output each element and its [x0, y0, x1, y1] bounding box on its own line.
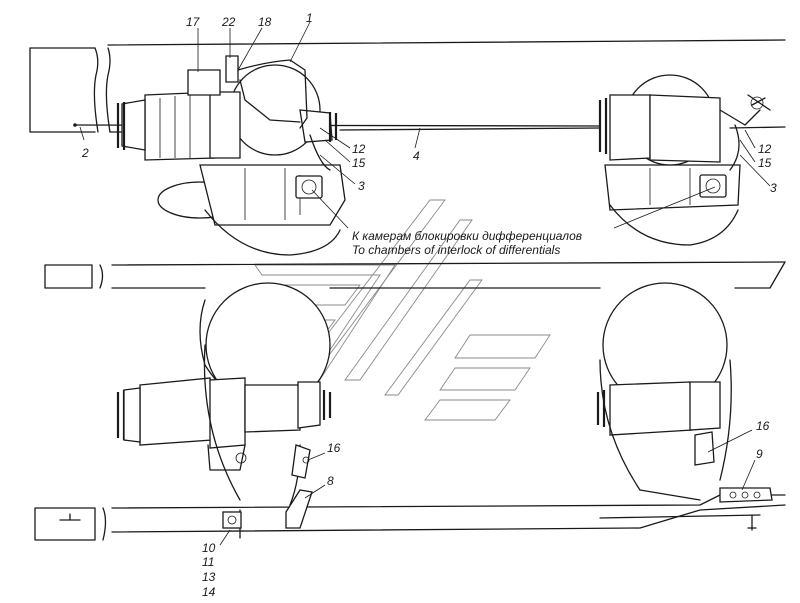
callout-13: 13 — [202, 570, 216, 584]
lower-leaders — [219, 429, 756, 546]
callout-12-left: 12 — [352, 142, 366, 156]
bottom-frame-rail — [34, 494, 786, 541]
caption-english: To chambers of interlock of differential… — [352, 243, 560, 257]
callout-15-right: 15 — [758, 156, 772, 170]
callout-22: 22 — [221, 15, 236, 29]
callout-18: 18 — [258, 15, 272, 29]
callout-11: 11 — [202, 555, 214, 569]
top-frame-rail — [29, 39, 786, 133]
callout-12-right: 12 — [758, 142, 772, 156]
callout-10: 10 — [202, 541, 216, 555]
callout-3-left: 3 — [358, 179, 365, 193]
callout-17: 17 — [186, 15, 201, 29]
callout-14: 14 — [202, 585, 216, 599]
lower-right-axle — [596, 282, 732, 501]
top-right-axle — [598, 74, 771, 246]
callout-16-left: 16 — [327, 441, 341, 455]
lower-components — [59, 444, 773, 531]
top-left-axle — [116, 55, 346, 256]
middle-frame-rail — [44, 261, 786, 289]
lower-left-axle — [116, 282, 332, 529]
callout-3-right: 3 — [770, 181, 777, 195]
callout-2: 2 — [81, 146, 89, 160]
callout-8: 8 — [327, 474, 334, 488]
callout-1: 1 — [306, 11, 313, 25]
top-leaders — [79, 21, 771, 229]
callout-16-right: 16 — [756, 419, 770, 433]
callout-9: 9 — [756, 447, 763, 461]
callout-15-left: 15 — [352, 156, 366, 170]
pipe-2-end — [73, 123, 77, 127]
callout-4: 4 — [413, 149, 420, 163]
caption-russian: К камерам блокировки дифференциалов — [352, 229, 582, 243]
